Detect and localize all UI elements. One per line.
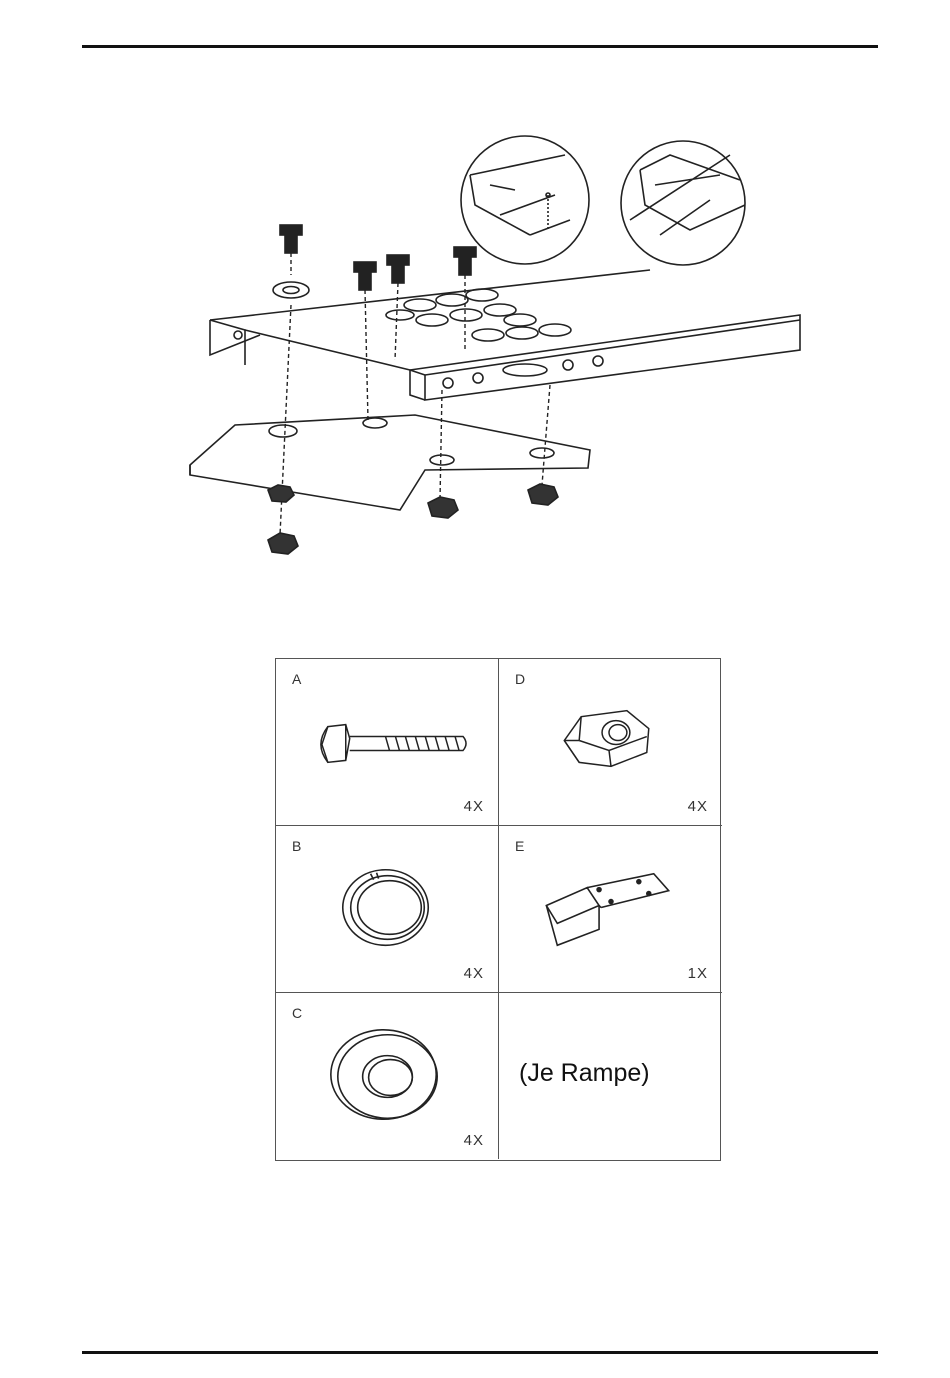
part-cell-e: E 1X xyxy=(499,826,722,993)
part-quantity: 4X xyxy=(464,965,484,982)
washer-shape xyxy=(273,282,309,298)
top-bolts xyxy=(280,225,476,290)
part-quantity: 1X xyxy=(688,965,708,982)
detail-circle-right xyxy=(621,141,745,265)
header-rule xyxy=(82,45,878,48)
part-cell-c: C 4X xyxy=(276,993,499,1159)
footer-rule xyxy=(82,1351,878,1354)
part-cell-a: A 4X xyxy=(276,659,499,826)
assembly-diagram xyxy=(170,135,820,575)
parts-table: A 4X D 4X B 4X xyxy=(275,658,721,1161)
detail-circle-left xyxy=(461,136,589,264)
note-cell: (Je Rampe) xyxy=(499,993,722,1159)
part-quantity: 4X xyxy=(464,1132,484,1149)
part-quantity: 4X xyxy=(688,798,708,815)
part-cell-d: D 4X xyxy=(499,659,722,826)
guide-lines xyxy=(280,253,550,535)
part-cell-b: B 4X xyxy=(276,826,499,993)
part-quantity: 4X xyxy=(464,798,484,815)
ramp-note: (Je Rampe) xyxy=(519,1059,650,1088)
